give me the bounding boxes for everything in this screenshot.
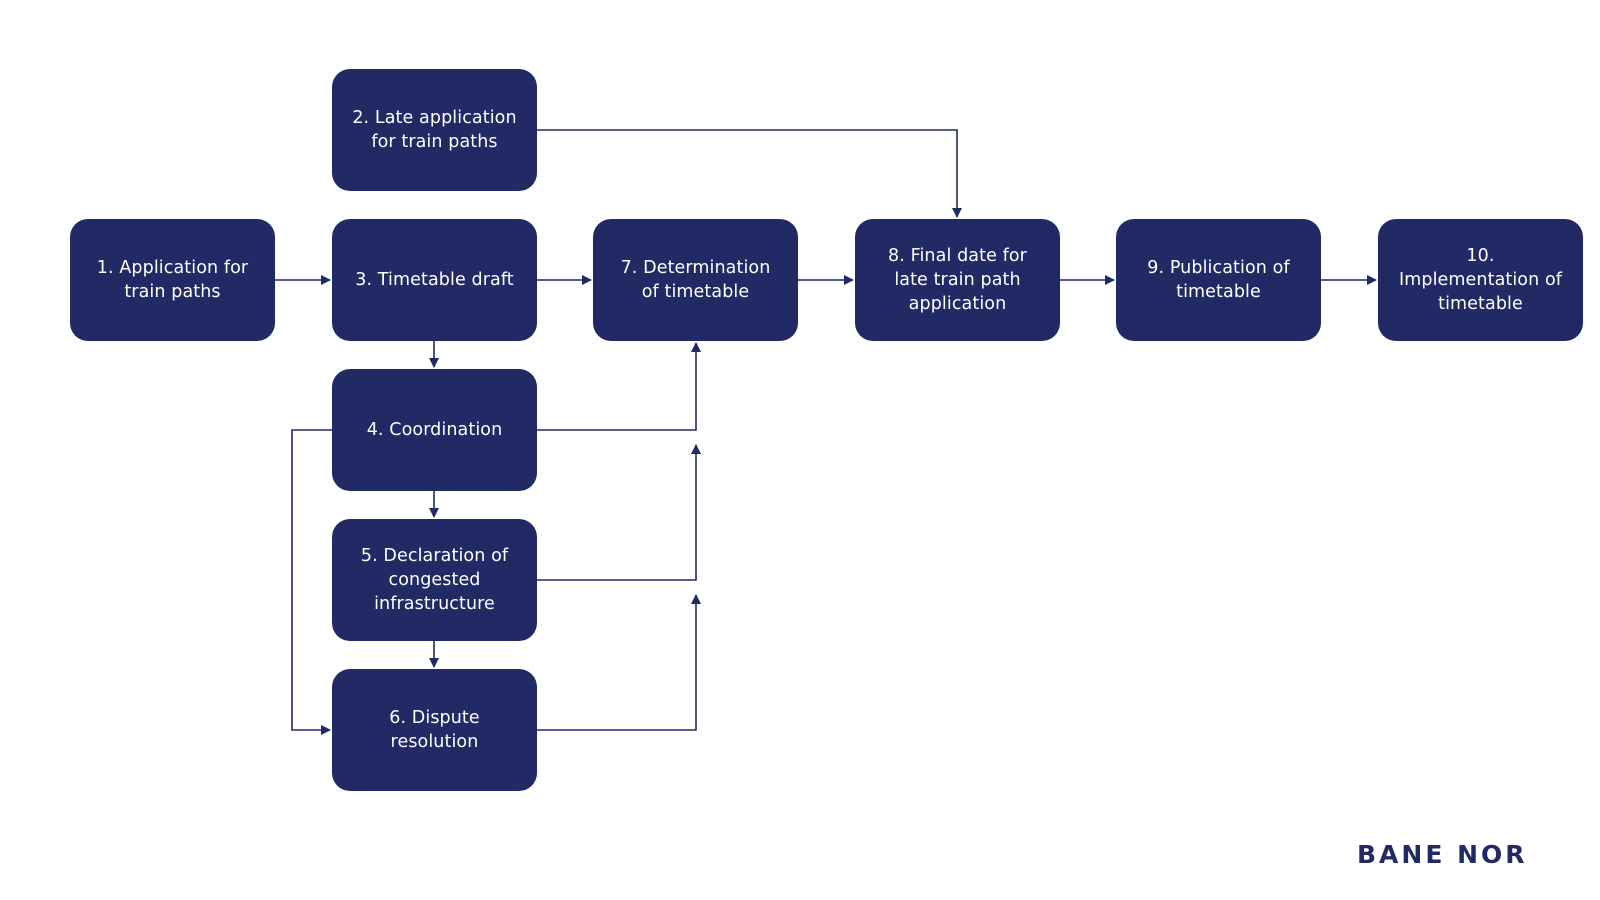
connector-n6-to-n7 [537,594,701,731]
bane-nor-logo: BANE NOR [1357,838,1528,870]
node-label: 4. Coordination [366,420,503,440]
node-label: 7. Determination of timetable [620,258,771,302]
node-label: 3. Timetable draft [355,270,514,290]
node-late-application-for-train-paths: 2. Late application for train paths [332,69,537,191]
node-coordination: 4. Coordination [332,369,537,491]
node-application-for-train-paths: 1. Application for train paths [70,219,275,341]
logo-text: BANE NOR [1357,839,1528,869]
node-label: 9. Publication of timetable [1147,258,1290,302]
node-label: 8. Final date for late train path applic… [888,246,1027,314]
connector-n4-to-n7 [537,342,701,431]
node-timetable-draft: 3. Timetable draft [332,219,537,341]
node-dispute-resolution: 6. Dispute resolution [332,669,537,791]
connector-n2-to-n8 [537,129,962,218]
node-label: 5. Declaration of congested infrastructu… [360,546,509,614]
node-determination-of-timetable: 7. Determination of timetable [593,219,798,341]
node-implementation-of-timetable: 10. Implementation of timetable [1378,219,1583,341]
connector-n5-to-n7 [537,444,701,581]
node-label: 2. Late application for train paths [352,108,517,152]
node-final-date-for-late-train-path-application: 8. Final date for late train path applic… [855,219,1060,341]
node-label: 1. Application for train paths [96,258,249,302]
connector-n4-to-n6 [291,429,332,735]
node-label: 6. Dispute resolution [389,708,480,752]
edges [275,129,1377,735]
node-publication-of-timetable: 9. Publication of timetable [1116,219,1321,341]
node-label: 10. Implementation of timetable [1398,246,1563,314]
node-declaration-of-congested-infrastructure: 5. Declaration of congested infrastructu… [332,519,537,641]
